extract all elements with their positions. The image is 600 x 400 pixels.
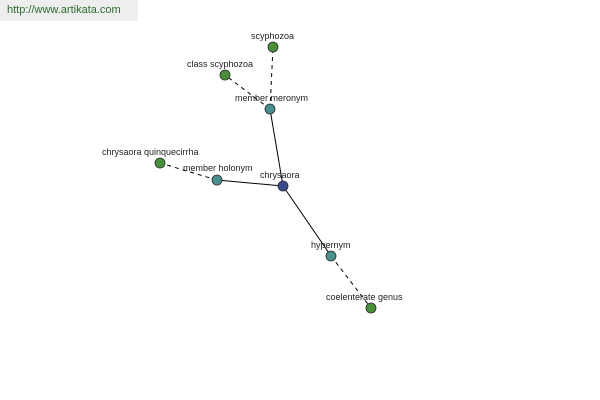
node-coelenterate-genus[interactable] — [365, 302, 377, 314]
node-hypernym[interactable] — [325, 250, 337, 262]
node-member-meronym[interactable] — [264, 103, 276, 115]
node-member-holonym[interactable] — [211, 174, 223, 186]
nodes-layer — [154, 41, 377, 314]
node-label-hypernym[interactable]: hypernym — [311, 240, 351, 250]
node-label-coelenterate-genus[interactable]: coelenterate genus — [326, 292, 403, 302]
edge-member-holonym-to-chrysaora-quinquecirrha — [159, 162, 218, 181]
node-label-member-meronym[interactable]: member meronym — [235, 93, 308, 103]
node-label-member-holonym[interactable]: member holonym — [183, 163, 253, 173]
node-scyphozoa[interactable] — [267, 41, 279, 53]
edge-member-meronym-to-scyphozoa — [269, 46, 274, 110]
site-url[interactable]: http://www.artikata.com — [0, 0, 138, 21]
node-label-scyphozoa[interactable]: scyphozoa — [251, 31, 294, 41]
edge-chrysaora-to-member-holonym — [216, 179, 284, 187]
node-chrysaora[interactable] — [277, 180, 289, 192]
edge-chrysaora-to-member-meronym — [269, 108, 284, 187]
edges-layer — [159, 46, 372, 309]
node-class-scyphozoa[interactable] — [219, 69, 231, 81]
node-label-chrysaora-quinquecirrha[interactable]: chrysaora quinquecirrha — [102, 147, 199, 157]
edge-hypernym-to-coelenterate-genus — [330, 255, 372, 309]
labels-layer: chrysaora member meronym member holonym hyp… — [102, 31, 403, 302]
node-label-class-scyphozoa[interactable]: class scyphozoa — [187, 59, 253, 69]
node-chrysaora-quinquecirrha[interactable] — [154, 157, 166, 169]
node-label-chrysaora[interactable]: chrysaora — [260, 170, 300, 180]
edge-chrysaora-to-hypernym — [282, 185, 332, 257]
edge-member-meronym-to-class-scyphozoa — [224, 74, 271, 110]
